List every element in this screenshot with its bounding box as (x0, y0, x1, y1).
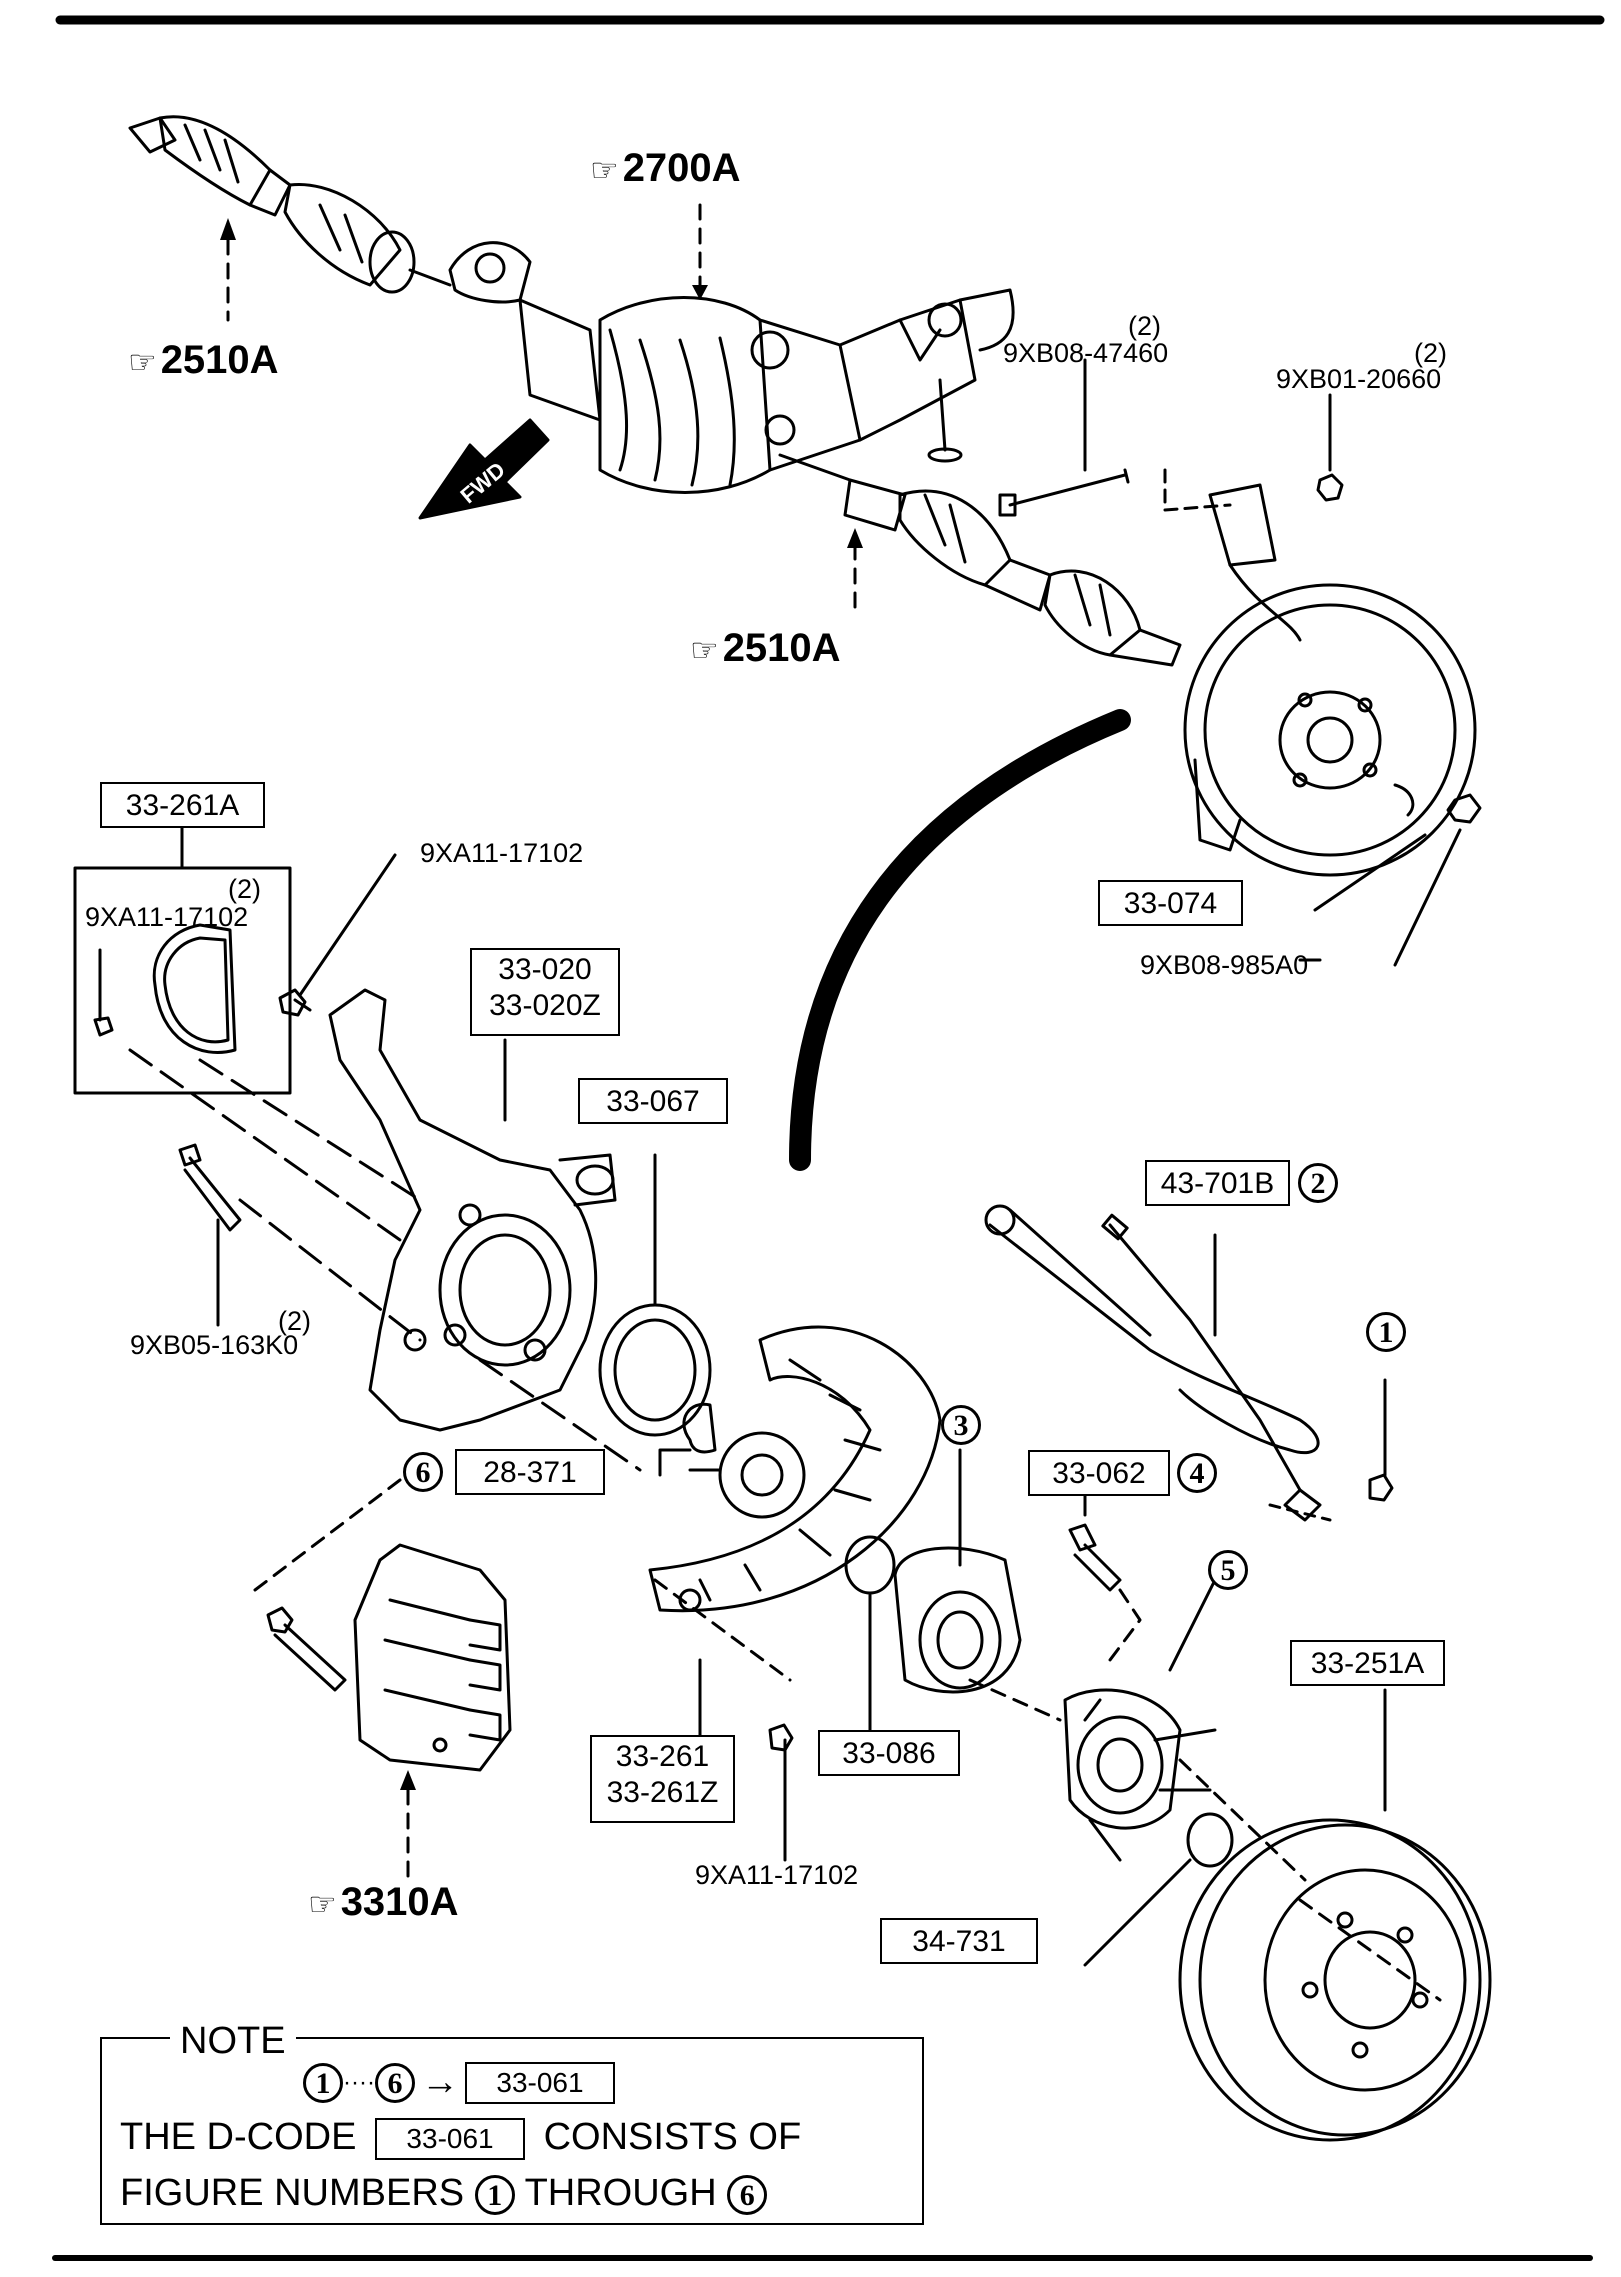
note-dcode-text-a: THE D-CODE (120, 2116, 357, 2158)
note-line-dcode: THE D-CODE 33-061 CONSISTS OF (120, 2116, 801, 2160)
circled-number-5: 5 (1208, 1550, 1248, 1590)
assembled-hub-rotor (1183, 483, 1482, 877)
qty-9xb01-20660: (2) (1414, 338, 1447, 368)
note-dots: ···· (343, 2068, 375, 2096)
part-9xb08-985a0: 9XB08-985A0 (1140, 950, 1309, 980)
front-differential (448, 241, 1015, 494)
circled-number-1: 1 (1366, 1312, 1406, 1352)
note-dcode-text-b: CONSISTS OF (543, 2116, 802, 2158)
note-circled-6: 6 (727, 2174, 768, 2215)
part-9xa11-17102-c: 9XA11-17102 (695, 1860, 859, 1890)
left-drive-shaft (128, 115, 452, 294)
note-circled-start: 1 (303, 2062, 343, 2103)
right-drive-shaft (843, 478, 1182, 667)
box-33-261: 33-261 33-261Z (590, 1735, 735, 1823)
circled-number-6: 6 (403, 1452, 443, 1492)
part-9xa11-17102-a: 9XA11-17102 (420, 838, 584, 868)
box-33-086: 33-086 (818, 1730, 960, 1776)
ref-2510a-top: ☞2510A (128, 338, 279, 382)
note-arrow: → (420, 2061, 459, 2104)
circled-number-4: 4 (1177, 1453, 1217, 1493)
box-28-371: 28-371 (455, 1449, 605, 1495)
wheel-hub (1063, 1578, 1307, 1882)
note-range-line: 1····6→33-061 (303, 2060, 615, 2104)
brake-dust-shield (648, 1325, 942, 1737)
part-9xb01-20660: 9XB01-20660 (1276, 364, 1442, 394)
box-33-074: 33-074 (1098, 880, 1243, 926)
ref-3310a: ☞3310A (308, 1880, 459, 1924)
box-34-731: 34-731 (880, 1918, 1038, 1964)
qty-9xa11-17102-b: (2) (228, 874, 261, 904)
note-figures-text-b: THROUGH (524, 2172, 717, 2214)
part-9xa11-17102-b: 9XA11-17102 (85, 902, 249, 932)
box-33-020: 33-020 33-020Z (470, 948, 620, 1036)
note-figures-text-a: FIGURE NUMBERS (120, 2172, 465, 2214)
assembly-flow-arrow (789, 709, 1131, 1171)
note-dcode-box: 33-061 (375, 2117, 526, 2160)
box-43-701b: 43-701B (1145, 1160, 1290, 1206)
knuckle-nut-top (1316, 473, 1344, 502)
qty-9xb05-163k0: (2) (278, 1306, 311, 1336)
box-33-020-line1: 33-020 (498, 953, 592, 986)
fwd-arrow-shape (418, 418, 550, 520)
brake-rotor (1178, 1688, 1492, 2142)
note-circled-end: 6 (374, 2062, 415, 2103)
qty-9xb08-47460: (2) (1128, 311, 1161, 341)
box-33-261-line1: 33-261 (615, 1740, 710, 1773)
box-33-251a: 33-251A (1290, 1640, 1445, 1686)
abs-sensor-harness (984, 1204, 1332, 1522)
ref-2700a: ☞2700A (590, 146, 741, 190)
box-33-020-line2: 33-020Z (489, 989, 601, 1022)
box-33-261a: 33-261A (100, 782, 265, 828)
circled-number-3: 3 (941, 1405, 981, 1445)
part-9xb08-47460: 9XB08-47460 (1003, 338, 1169, 368)
part-9xb05-163k0: 9XB05-163K0 (130, 1330, 299, 1360)
box-33-261-line2: 33-261Z (606, 1776, 719, 1809)
steering-knuckle (328, 988, 617, 1432)
knuckle-bolt-top (998, 468, 1130, 517)
box-33-067: 33-067 (578, 1078, 728, 1124)
note-title: NOTE (170, 2020, 296, 2063)
note-range-code: 33-061 (464, 2061, 615, 2104)
box-33-062: 33-062 (1028, 1450, 1170, 1496)
note-frame (100, 2037, 924, 2225)
note-circled-1: 1 (474, 2174, 515, 2215)
note-line-figures: FIGURE NUMBERS 1 THROUGH 6 (120, 2172, 768, 2215)
brake-caliper (253, 1478, 512, 1772)
ref-2510a-mid: ☞2510A (690, 626, 841, 670)
circled-number-2: 2 (1298, 1163, 1338, 1203)
